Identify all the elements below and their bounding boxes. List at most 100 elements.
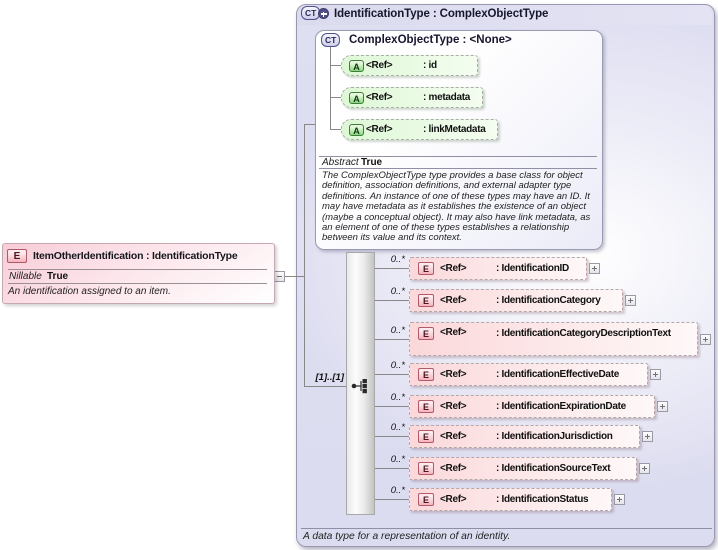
- attribute-ref: <Ref>: [366, 60, 393, 71]
- element-box-identificationeffectivedate[interactable]: E <Ref> : IdentificationEffectiveDate: [409, 363, 648, 386]
- type-panel-title: IdentificationType : ComplexObjectType: [334, 8, 549, 20]
- element-icon: E: [418, 368, 434, 381]
- element-name: : IdentificationExpirationDate: [496, 401, 626, 412]
- element-icon: E: [418, 400, 434, 413]
- attribute-spine-line: [330, 47, 331, 130]
- divider: [301, 528, 712, 529]
- attribute-box-linkmetadata[interactable]: A <Ref> : linkMetadata: [341, 119, 498, 140]
- type-description: A data type for a representation of an i…: [303, 531, 511, 542]
- spine-stub-line: [304, 124, 316, 125]
- attribute-ref: <Ref>: [366, 124, 393, 135]
- branch-line: [375, 406, 409, 407]
- attribute-box-id[interactable]: A <Ref> : id: [341, 55, 478, 76]
- expand-icon[interactable]: [700, 334, 711, 345]
- expand-icon[interactable]: [657, 401, 668, 412]
- divider: [8, 269, 267, 270]
- element-description: An identification assigned to an item.: [8, 286, 171, 297]
- element-ref: <Ref>: [440, 494, 467, 505]
- element-box-identificationid[interactable]: E <Ref> : IdentificationID: [409, 257, 587, 280]
- element-box-identificationcategory[interactable]: E <Ref> : IdentificationCategory: [409, 289, 623, 312]
- base-type-title: ComplexObjectType : <None>: [349, 34, 512, 46]
- divider: [319, 156, 597, 157]
- attribute-icon: A: [349, 59, 364, 72]
- branch-line: [375, 374, 409, 375]
- element-icon: E: [418, 294, 434, 307]
- nillable-label: Nillable: [9, 271, 42, 282]
- attribute-branch-line: [330, 129, 341, 130]
- element-ref: <Ref>: [440, 401, 467, 412]
- collapse-icon[interactable]: [274, 271, 285, 282]
- element-icon: E: [418, 493, 434, 506]
- content-spine-line: [304, 124, 305, 387]
- element-ref: <Ref>: [440, 463, 467, 474]
- ct-icon-label: CT: [301, 6, 321, 20]
- element-box-identificationstatus[interactable]: E <Ref> : IdentificationStatus: [409, 488, 612, 511]
- element-name: : IdentificationJurisdiction: [496, 431, 613, 442]
- attribute-name: : linkMetadata: [423, 124, 486, 135]
- element-icon: E: [418, 327, 434, 340]
- attribute-name: : id: [423, 60, 437, 71]
- expand-icon[interactable]: [589, 263, 600, 274]
- element-ref: <Ref>: [440, 327, 467, 338]
- occurs-label: 0..*: [390, 392, 405, 403]
- occurs-label: 0..*: [390, 485, 405, 496]
- sequence-cardinality: [1]..[1]: [315, 372, 345, 383]
- branch-line: [375, 268, 409, 269]
- branch-line: [375, 339, 409, 340]
- expand-icon[interactable]: [639, 463, 650, 474]
- element-name: : IdentificationEffectiveDate: [496, 369, 619, 380]
- attribute-branch-line: [330, 97, 341, 98]
- type-panel-header: [297, 5, 712, 25]
- branch-line: [375, 436, 409, 437]
- expand-icon[interactable]: [642, 431, 653, 442]
- element-ref: <Ref>: [440, 295, 467, 306]
- element-name: : IdentificationCategoryDescriptionText: [496, 328, 671, 339]
- ct-icon: CT: [321, 33, 341, 47]
- abstract-value: True: [361, 157, 383, 168]
- attribute-branch-line: [330, 65, 341, 66]
- element-name: : IdentificationID: [496, 263, 569, 274]
- attribute-box-metadata[interactable]: A <Ref> : metadata: [341, 87, 483, 108]
- connector-line: [273, 276, 304, 277]
- complex-type-extension-icon: CT: [301, 6, 331, 21]
- expand-icon[interactable]: [625, 295, 636, 306]
- element-box-itemotheridentification[interactable]: [2, 243, 275, 304]
- divider: [8, 283, 267, 284]
- element-icon: E: [418, 262, 434, 275]
- branch-line: [375, 468, 409, 469]
- element-box-identificationcategorydescriptiontext[interactable]: E <Ref> : IdentificationCategoryDescript…: [409, 322, 698, 356]
- element-title: ItemOtherIdentification : Identification…: [33, 250, 238, 262]
- element-ref: <Ref>: [440, 369, 467, 380]
- expand-icon[interactable]: [650, 369, 661, 380]
- base-type-description: The ComplexObjectType type provides a ba…: [322, 171, 591, 244]
- occurs-label: 0..*: [390, 254, 405, 265]
- element-icon: E: [418, 430, 434, 443]
- abstract-label: Abstract: [322, 157, 359, 168]
- occurs-label: 0..*: [390, 286, 405, 297]
- element-icon: E: [7, 249, 27, 263]
- occurs-label: 0..*: [390, 325, 405, 336]
- element-ref: <Ref>: [440, 263, 467, 274]
- element-name: : IdentificationSourceText: [496, 463, 611, 474]
- occurs-label: 0..*: [390, 360, 405, 371]
- attribute-ref: <Ref>: [366, 92, 393, 103]
- element-box-identificationsourcetext[interactable]: E <Ref> : IdentificationSourceText: [409, 457, 637, 480]
- divider: [319, 168, 597, 169]
- expand-icon[interactable]: [614, 494, 625, 505]
- element-name: : IdentificationCategory: [496, 295, 601, 306]
- element-name: : IdentificationStatus: [496, 494, 589, 505]
- occurs-label: 0..*: [390, 422, 405, 433]
- element-ref: <Ref>: [440, 431, 467, 442]
- element-icon: E: [418, 462, 434, 475]
- element-box-identificationjurisdiction[interactable]: E <Ref> : IdentificationJurisdiction: [409, 425, 640, 448]
- attribute-name: : metadata: [423, 92, 471, 103]
- branch-line: [375, 300, 409, 301]
- nillable-value: True: [47, 271, 69, 282]
- plus-circle-icon: [318, 8, 329, 19]
- attribute-icon: A: [349, 123, 364, 136]
- element-box-identificationexpirationdate[interactable]: E <Ref> : IdentificationExpirationDate: [409, 395, 655, 418]
- occurs-label: 0..*: [390, 454, 405, 465]
- sequence-icon: [351, 379, 367, 394]
- branch-line: [375, 499, 409, 500]
